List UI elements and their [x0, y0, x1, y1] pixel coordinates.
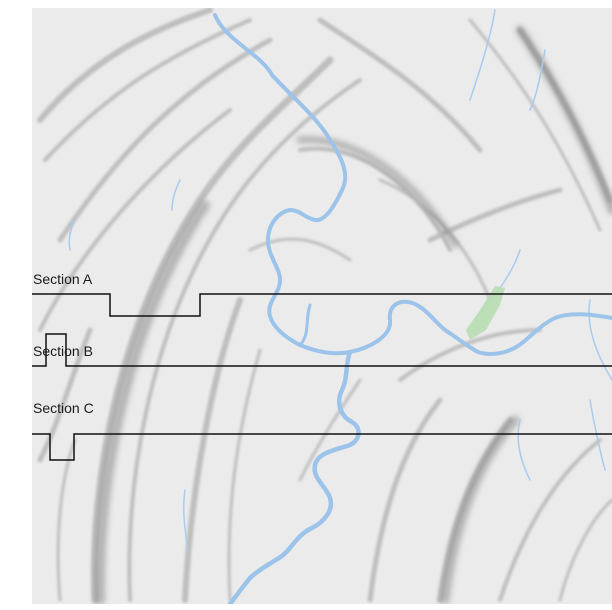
section-a-line	[32, 293, 612, 317]
river	[213, 13, 612, 356]
section-a-label: Section A	[33, 271, 93, 287]
section-c-line	[32, 433, 612, 461]
river-lower	[227, 349, 361, 604]
section-c-label: Section C	[33, 400, 94, 416]
section-b-label: Section B	[33, 343, 93, 359]
river-branch	[298, 303, 312, 347]
vegetation-patch	[466, 286, 505, 340]
terrain-background	[32, 8, 612, 604]
ridge-crests	[94, 25, 612, 604]
section-b-line	[32, 333, 612, 367]
